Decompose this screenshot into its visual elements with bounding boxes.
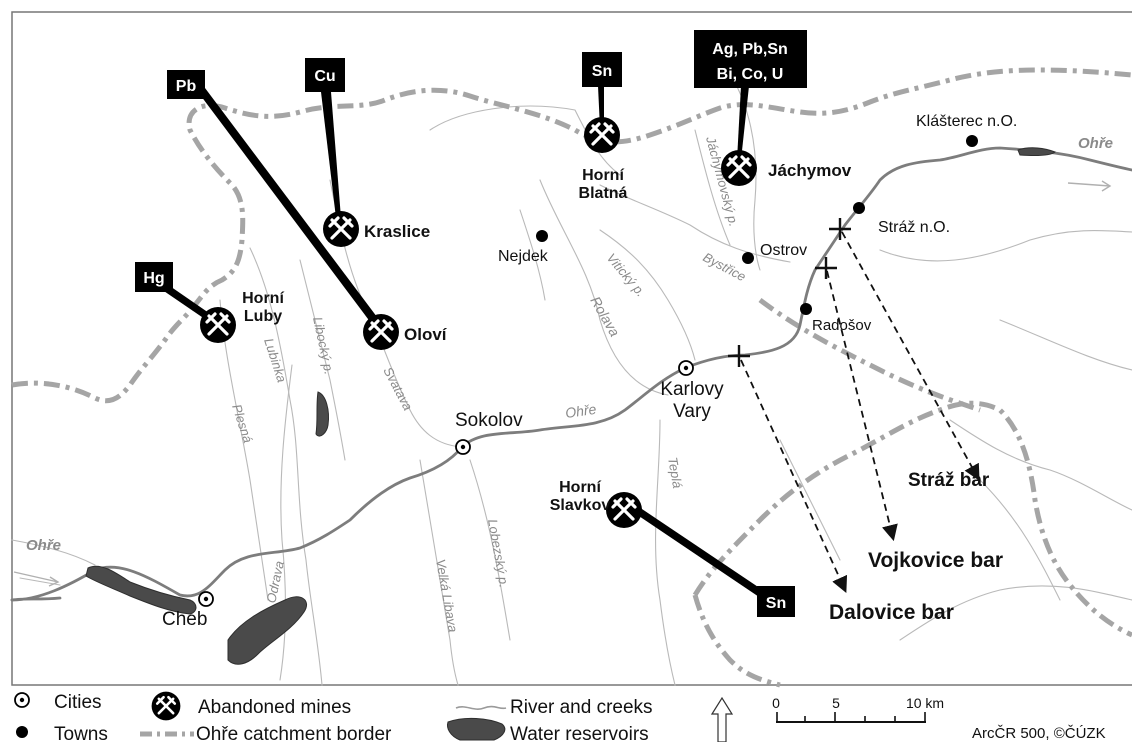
legend-mine-icon — [150, 690, 182, 722]
legend-river-symbol — [455, 705, 507, 710]
legend-city-symbol — [14, 692, 30, 708]
town-marker — [800, 303, 812, 315]
city-marker — [198, 591, 214, 607]
scale-tick-0: 0 — [772, 695, 780, 711]
svg-text:Pb: Pb — [176, 78, 197, 95]
city-marker — [678, 360, 694, 376]
town-marker — [536, 230, 548, 242]
mine-symbol-olovi — [361, 312, 401, 352]
town-label-ostrov: Ostrov — [760, 242, 807, 259]
city-label-sokolov: Sokolov — [455, 410, 523, 431]
metal-tag-sn-blatna: Sn — [582, 52, 622, 87]
ohre-river — [10, 146, 1132, 602]
legend-reservoirs-label: Water reservoirs — [510, 724, 649, 742]
mine-symbol-horni-luby — [198, 305, 238, 345]
reservoir — [85, 565, 197, 615]
city-marker — [455, 439, 471, 455]
bar-label-straz: Stráž bar — [908, 470, 990, 491]
map-frame — [11, 11, 1132, 686]
mine-label-olovi: Oloví — [404, 325, 448, 344]
flow-arrows — [13, 180, 1112, 587]
catchment-border — [11, 67, 1132, 404]
town-label-nejdek: Nejdek — [498, 248, 549, 265]
reservoir — [315, 391, 329, 437]
city-label-cheb: Cheb — [162, 609, 207, 630]
mine-symbol-kraslice — [321, 209, 361, 249]
scale-tick-10: 10 km — [906, 695, 944, 711]
svg-text:Ag, Pb,Sn: Ag, Pb,Sn — [712, 41, 788, 58]
bar-label-vojkovice: Vojkovice bar — [868, 549, 1003, 572]
svg-text:Bi, Co, U: Bi, Co, U — [717, 66, 784, 83]
mine-label-kraslice: Kraslice — [364, 222, 430, 241]
reservoir — [1017, 147, 1056, 157]
town-label-straz: Stráž n.O. — [878, 219, 950, 236]
metal-tag-hg: Hg — [135, 262, 173, 292]
mine-symbol-horni-slavkov — [604, 490, 644, 530]
mine-symbol-jachymov — [719, 148, 759, 188]
svg-text:Hg: Hg — [143, 270, 164, 287]
legend-border-label: Ohře catchment border — [196, 724, 392, 742]
svg-text:Sn: Sn — [592, 63, 612, 80]
north-arrow-icon — [710, 696, 734, 742]
metal-tag-jachymov: Ag, Pb,Sn Bi, Co, U — [694, 30, 807, 88]
town-marker — [966, 135, 978, 147]
legend-rivers-label: River and creeks — [510, 697, 653, 718]
mine-symbol-horni-blatna — [582, 115, 622, 155]
bar-label-dalovice: Dalovice bar — [829, 601, 954, 624]
legend-towns-label: Towns — [54, 724, 108, 742]
reservoir — [227, 596, 308, 665]
mine-label-jachymov: Jáchymov — [768, 161, 852, 180]
town-marker — [742, 252, 754, 264]
metal-tag-pb: Pb — [167, 70, 205, 99]
river-label: Ohře — [1078, 135, 1113, 152]
metal-tag-sn-slavkov: Sn — [757, 586, 795, 617]
legend-mines-label: Abandoned mines — [198, 697, 351, 718]
legend-town-symbol — [16, 726, 28, 738]
svg-text:Sn: Sn — [766, 595, 786, 612]
town-label-radosov: Radošov — [812, 317, 872, 334]
town-label-klasterec: Klášterec n.O. — [916, 113, 1017, 130]
metal-tag-cu: Cu — [305, 58, 345, 92]
legend: Cities Towns Abandoned mines Ohře catchm… — [14, 690, 1106, 742]
bar-site-markers — [728, 218, 851, 367]
copyright-credit: ArcČR 500, ©ČÚZK — [972, 725, 1106, 742]
arrow-straz-bar — [841, 231, 980, 481]
river-label: Ohře — [564, 401, 597, 421]
river-label: Teplá — [665, 456, 685, 489]
arrow-vojkovice-bar — [826, 270, 898, 542]
legend-cities-label: Cities — [54, 692, 102, 713]
svg-text:Cu: Cu — [314, 68, 335, 85]
arrow-dalovice-bar — [740, 359, 848, 593]
scale-tick-5: 5 — [832, 695, 840, 711]
town-marker — [853, 202, 865, 214]
river-label: Ohře — [26, 537, 61, 554]
scale-bar: 0 5 10 km — [772, 695, 944, 723]
legend-reservoir-symbol — [447, 717, 506, 741]
